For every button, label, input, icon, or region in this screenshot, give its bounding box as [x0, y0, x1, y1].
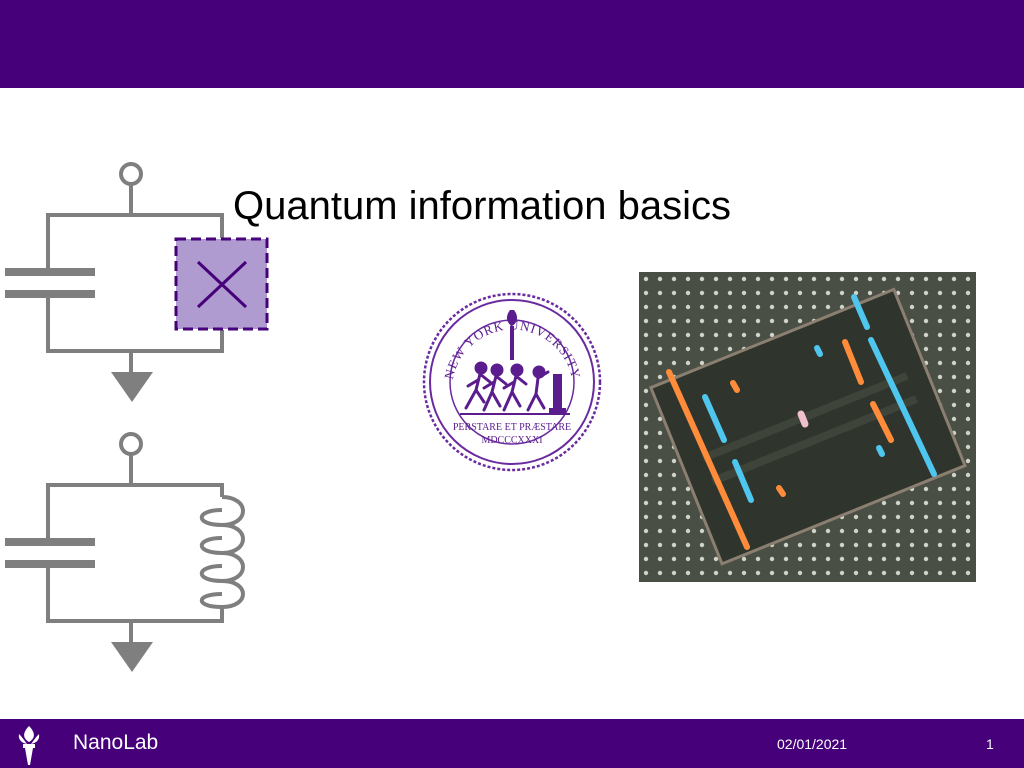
- header-bar: [0, 0, 1024, 88]
- svg-text:MDCCCXXXI: MDCCCXXXI: [481, 435, 542, 446]
- footer-date: 02/01/2021: [777, 736, 848, 752]
- slide-number: 1: [986, 736, 994, 752]
- footer-bar: [0, 719, 1024, 768]
- university-seal-logo: NEW YORK UNIVERSITY PERSTARE ET PRÆSTARE…: [422, 292, 602, 472]
- footer-lab-name: NanoLab: [73, 731, 159, 754]
- torch-logo-icon: [18, 726, 40, 765]
- slide-title: Quantum information basics: [233, 184, 732, 228]
- quantum-chip-micrograph: [639, 272, 976, 582]
- lc-resonator-circuit-diagram: [5, 432, 245, 672]
- josephson-junction-circuit-diagram: [5, 162, 269, 402]
- svg-text:PERSTARE ET PRÆSTARE: PERSTARE ET PRÆSTARE: [453, 422, 571, 433]
